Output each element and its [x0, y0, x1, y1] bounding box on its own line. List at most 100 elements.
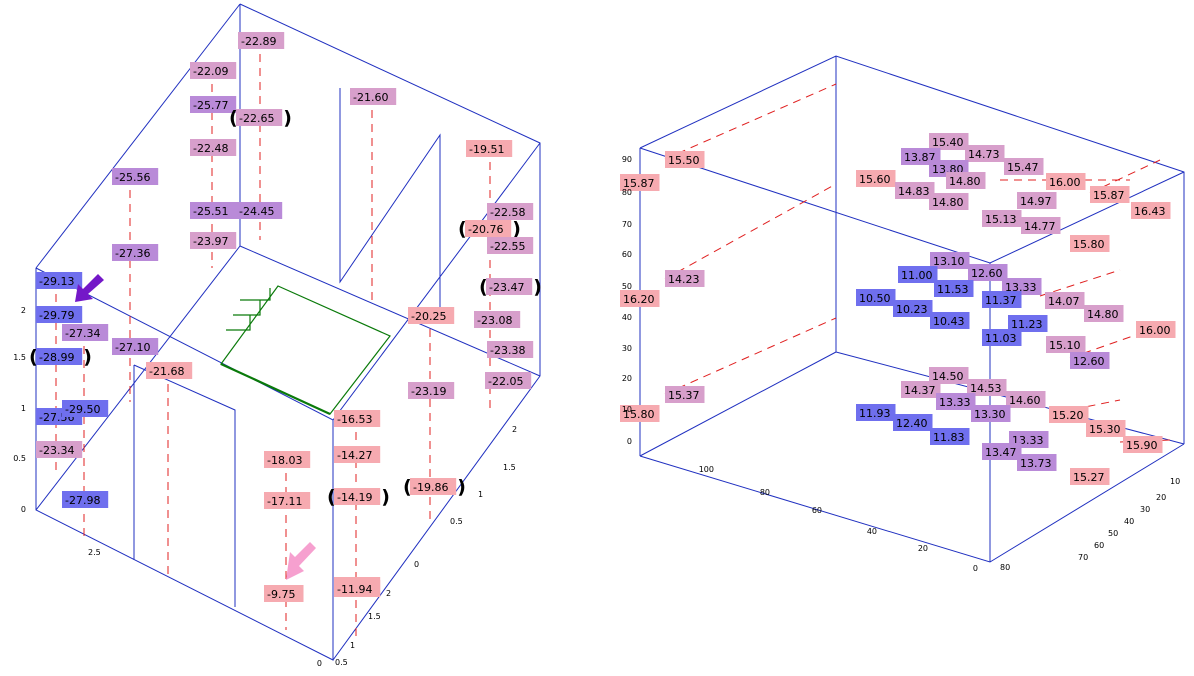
- reading-drop-line: [664, 183, 837, 280]
- reading-chip: [264, 585, 304, 602]
- reading-chip: [236, 109, 283, 126]
- reading-label: -14.19(): [327, 486, 390, 508]
- reading-chip: [408, 382, 455, 399]
- reading-chip: [665, 151, 705, 168]
- reading-label: 15.20: [1049, 406, 1089, 423]
- reading-chip: [334, 488, 381, 505]
- reading-label: -20.76(): [458, 218, 521, 240]
- reading-value: -22.58: [490, 206, 525, 219]
- reading-chip: [1006, 391, 1046, 408]
- reading-chip: [62, 491, 109, 508]
- reading-value: 16.00: [1049, 176, 1081, 189]
- reading-chip: [466, 140, 513, 157]
- reading-drop-line: [664, 83, 837, 160]
- axis-tick-label: 60: [622, 250, 632, 259]
- reading-label: 16.43: [1131, 202, 1171, 219]
- reading-chip: [929, 367, 969, 384]
- reading-chip: [895, 182, 935, 199]
- reading-chip: [971, 405, 1011, 422]
- axis-tick-label: 30: [1140, 505, 1150, 514]
- reading-chip: [190, 202, 237, 219]
- reading-label: -21.68: [146, 362, 193, 379]
- reading-chip: [1021, 217, 1061, 234]
- axis-tick-label: 1.5: [13, 353, 26, 362]
- reading-chip: [36, 272, 83, 289]
- reading-value: 15.30: [1089, 423, 1121, 436]
- reading-label: -21.60: [350, 88, 397, 105]
- axis-tick-label: 90: [622, 155, 632, 164]
- axis-tick-label: 80: [1000, 563, 1010, 572]
- reading-label: 14.83: [895, 182, 935, 199]
- reading-value: 11.03: [985, 332, 1017, 345]
- bracket-close: ): [512, 218, 521, 240]
- reading-chip: [465, 220, 512, 237]
- reading-chip: [1045, 292, 1085, 309]
- reading-value: 15.80: [1073, 238, 1105, 251]
- reading-value: 15.10: [1049, 339, 1081, 352]
- bracket-open: (: [229, 107, 238, 129]
- reading-chip: [620, 290, 660, 307]
- reading-value: -29.50: [65, 403, 100, 416]
- axis-tick-label: 60: [812, 506, 822, 515]
- reading-value: 11.00: [901, 269, 933, 282]
- reading-value: -20.76: [468, 223, 503, 236]
- reading-label: -23.38: [487, 341, 534, 358]
- axis-tick-label: 30: [622, 344, 632, 353]
- reading-label: 13.10: [930, 252, 970, 269]
- bracket-open: (: [403, 476, 412, 498]
- reading-value: 10.23: [896, 303, 928, 316]
- left-readings: -22.89-22.09-25.77-22.65()-22.48-25.51-2…: [29, 32, 542, 640]
- reading-chip: [965, 145, 1005, 162]
- reading-label: 16.00: [1136, 321, 1176, 338]
- reading-label: -23.08: [474, 311, 521, 328]
- reading-label: -25.56: [112, 168, 159, 185]
- reading-label: -29.50: [62, 400, 109, 417]
- axis-tick-label: 0: [21, 505, 26, 514]
- axis-tick-label: 50: [622, 282, 632, 291]
- reading-value: -27.98: [65, 494, 100, 507]
- reading-chip: [62, 400, 109, 417]
- reading-value: -19.51: [469, 143, 504, 156]
- reading-chip: [334, 580, 381, 597]
- reading-label: 13.73: [1017, 454, 1057, 471]
- axis-tick-label: 1.5: [503, 463, 516, 472]
- reading-chip: [1086, 420, 1126, 437]
- reading-chip: [934, 280, 974, 297]
- reading-value: 15.80: [623, 408, 655, 421]
- reading-chip: [236, 202, 283, 219]
- reading-value: 12.60: [971, 267, 1003, 280]
- bracket-open: (: [458, 218, 467, 240]
- reading-chip: [334, 410, 381, 427]
- reading-value: -25.56: [115, 171, 150, 184]
- reading-chip: [1046, 173, 1086, 190]
- reading-chip: [898, 266, 938, 283]
- reading-value: -22.48: [193, 142, 228, 155]
- reading-value: 14.83: [898, 185, 930, 198]
- reading-chip: [1017, 192, 1057, 209]
- reading-label: -24.45: [236, 202, 283, 219]
- reading-label: -29.13: [36, 272, 83, 289]
- reading-value: -16.53: [337, 413, 372, 426]
- reading-label: -27.36: [112, 244, 159, 261]
- reading-label: -27.10: [112, 338, 159, 355]
- axis-tick-label: 70: [1078, 553, 1088, 562]
- reading-chip: [936, 393, 976, 410]
- reading-value: 11.93: [859, 407, 891, 420]
- reading-chip: [893, 414, 933, 431]
- reading-label: 14.97: [1017, 192, 1057, 209]
- reading-label: -18.03: [264, 451, 311, 468]
- reading-label: 15.80: [1070, 235, 1110, 252]
- reading-label: -23.97: [190, 232, 237, 249]
- reading-label: 14.37: [901, 381, 941, 398]
- reading-chip: [946, 172, 986, 189]
- reading-label: 10.43: [930, 312, 970, 329]
- reading-label: -23.47(): [479, 276, 542, 298]
- reading-value: -20.25: [411, 310, 446, 323]
- reading-value: -9.75: [267, 588, 295, 601]
- reading-value: -17.11: [267, 495, 302, 508]
- reading-chip: [112, 338, 159, 355]
- axis-tick-label: 40: [867, 527, 877, 536]
